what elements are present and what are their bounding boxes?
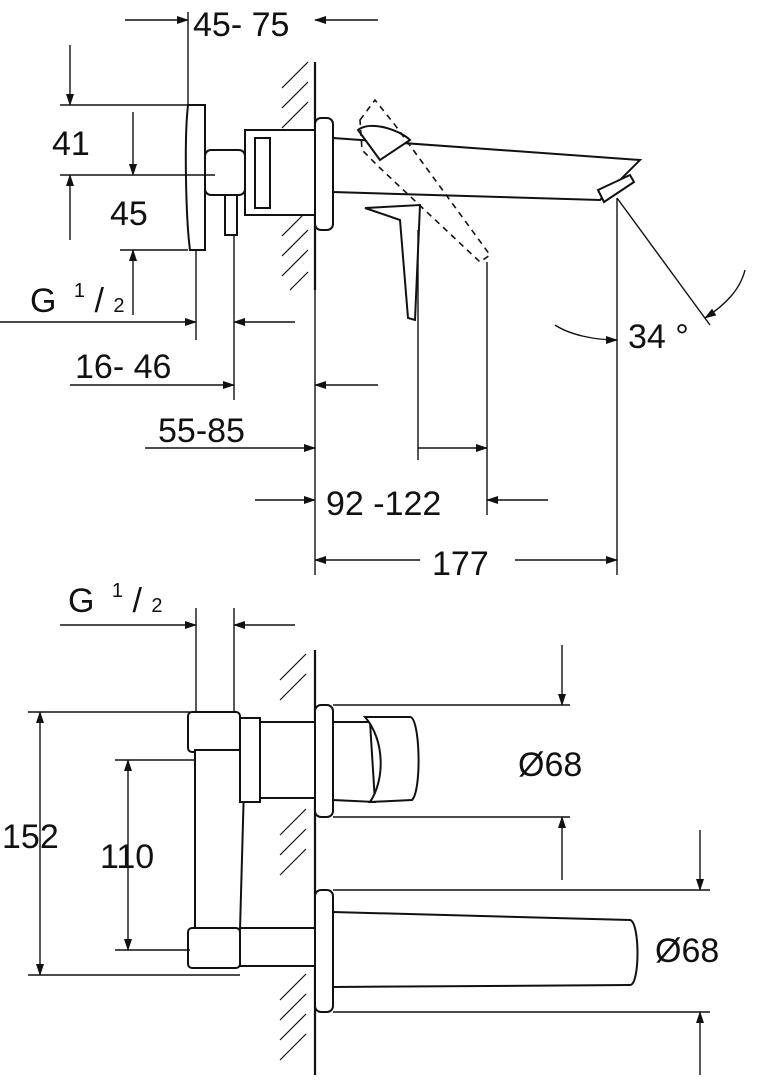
thread-num-side: 1 — [74, 280, 85, 302]
wall-hatch-bottom — [279, 650, 317, 1075]
dim-height-lower: 45 — [110, 195, 148, 233]
thread-num-front: 1 — [112, 580, 123, 602]
dim-rosette-lower: Ø68 — [655, 932, 719, 970]
dim-rosette-upper: Ø68 — [518, 746, 582, 784]
concealed-body-front — [187, 711, 316, 969]
thread-den-front: 2 — [151, 595, 162, 617]
dim-reach-range: 92 -122 — [326, 485, 441, 523]
dim-depth-range: 45- 75 — [193, 6, 289, 44]
side-view: 45- 75 41 45 G 1 / 2 16- 46 55-85 92 -12… — [0, 6, 746, 583]
thread-slash-side: / — [94, 282, 104, 320]
dim-projection: 177 — [432, 545, 489, 583]
dim-thread-side: G 1 / 2 — [30, 267, 125, 320]
thread-slash-front: / — [132, 582, 142, 620]
thread-den-side: 2 — [113, 295, 124, 317]
dimension-arrows-front — [36, 621, 704, 1075]
extension-lines-front — [28, 608, 710, 1013]
mixer-side — [314, 117, 643, 322]
thread-main-side: G — [30, 282, 56, 320]
dim-height-upper: 41 — [52, 125, 90, 163]
mixer-front — [314, 704, 639, 1013]
concealed-body-side — [184, 104, 316, 251]
dim-offset-16-46: 16- 46 — [75, 348, 171, 386]
dim-height-total: 152 — [2, 818, 59, 856]
extension-lines-side — [60, 12, 711, 575]
dimension-arrows-side — [0, 16, 746, 564]
dim-offset-55-85: 55-85 — [158, 412, 245, 450]
dim-angle: 34 ° — [628, 318, 689, 356]
thread-main-front: G — [68, 582, 94, 620]
dim-thread-front: G 1 / 2 — [68, 567, 163, 620]
lever-ghost-position — [359, 98, 492, 264]
front-view: G 1 / 2 152 110 Ø68 Ø68 — [2, 567, 719, 1075]
dim-height-inner: 110 — [100, 838, 154, 876]
